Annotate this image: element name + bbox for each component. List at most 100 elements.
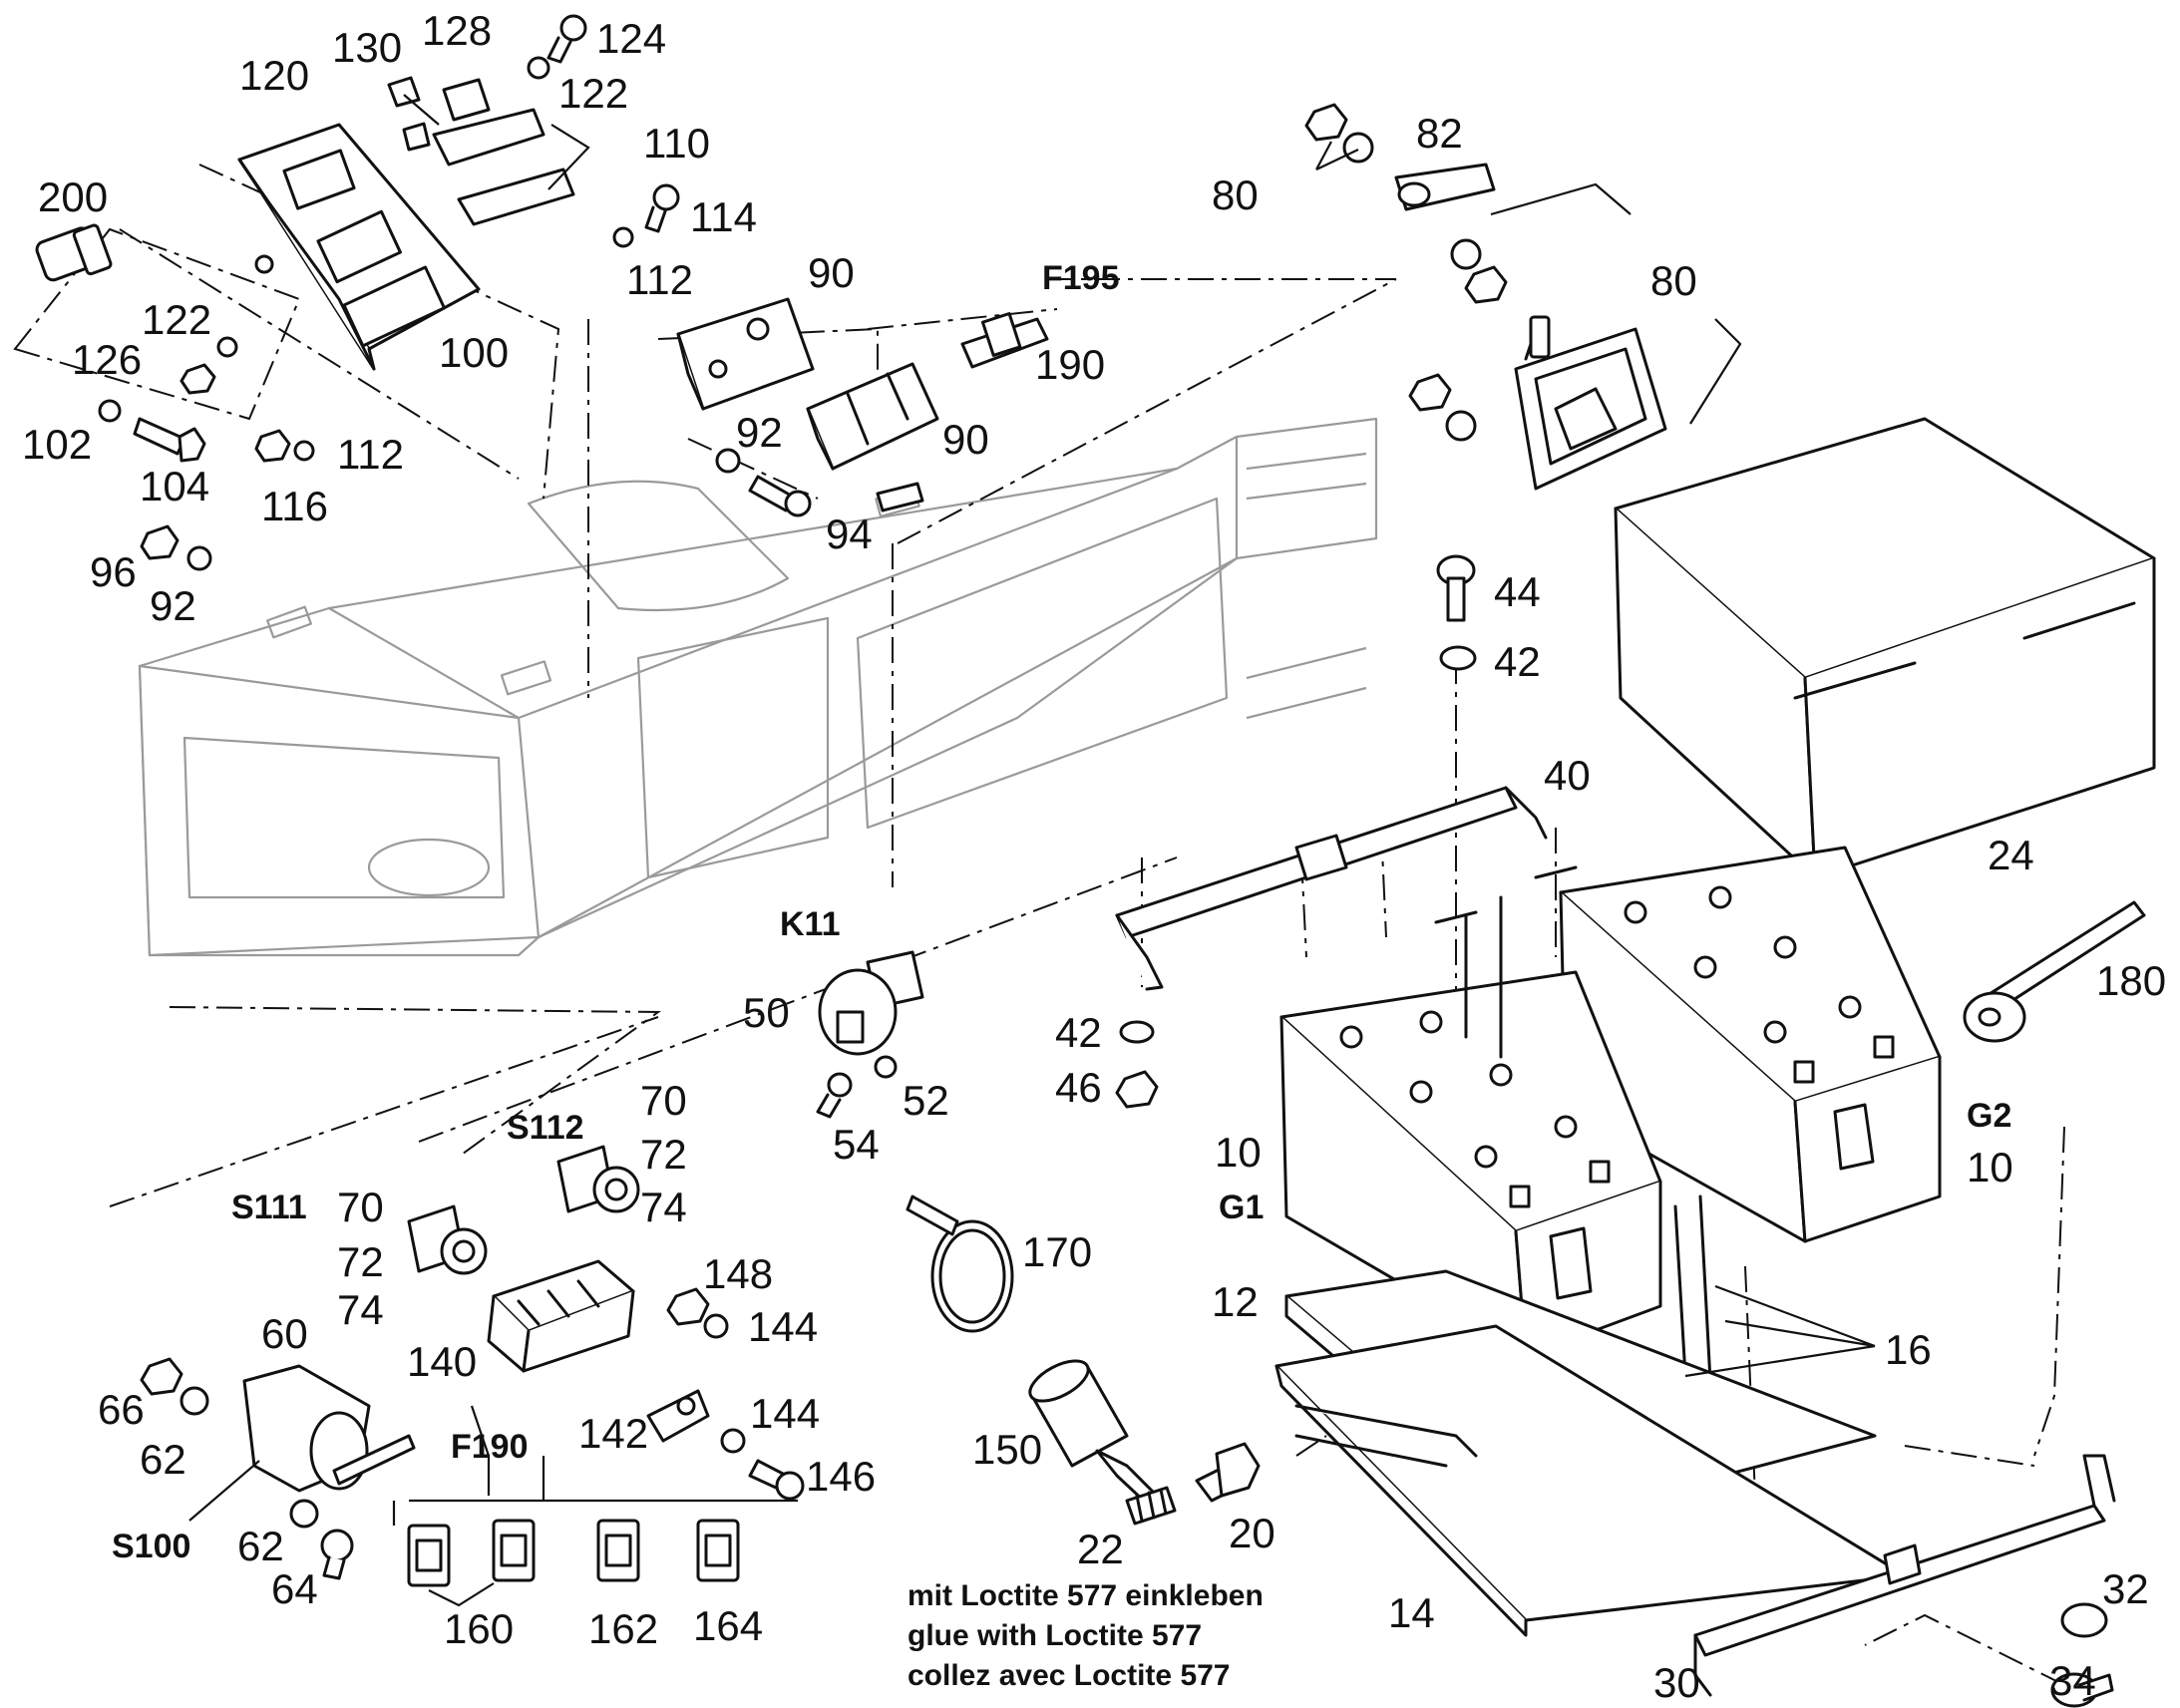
relay-50	[818, 950, 924, 1056]
screw-114	[644, 183, 680, 233]
label-122b: 122	[142, 296, 211, 343]
washer-80a	[1342, 132, 1374, 164]
leader-lines	[188, 94, 1876, 1607]
label-124: 124	[596, 15, 666, 62]
battery-housing-frame	[138, 417, 1378, 957]
clip-120	[402, 122, 431, 152]
label-74a: 74	[640, 1184, 687, 1230]
label-100: 100	[439, 329, 509, 376]
label-62b: 62	[237, 1523, 284, 1569]
label-160: 160	[444, 1605, 514, 1652]
label-90b: 90	[942, 416, 989, 463]
label-80a: 80	[1212, 171, 1259, 218]
label-116: 116	[261, 483, 328, 529]
label-190: 190	[1035, 341, 1105, 388]
label-146: 146	[806, 1453, 876, 1500]
label-20: 20	[1229, 1510, 1275, 1556]
label-110: 110	[643, 120, 710, 167]
nut-66	[140, 1357, 183, 1396]
label-G1: G1	[1219, 1189, 1264, 1226]
label-50: 50	[743, 989, 790, 1036]
bolt-44	[1436, 554, 1476, 622]
label-90a: 90	[808, 249, 855, 296]
clip-130	[387, 76, 421, 108]
bolt-34	[2050, 1672, 2114, 1708]
fuse-160-a	[407, 1524, 451, 1587]
battery-cover-24	[1614, 417, 2156, 879]
label-60: 60	[261, 1310, 308, 1357]
screw-146	[748, 1459, 805, 1501]
label-112b: 112	[337, 431, 404, 478]
screw-94	[748, 475, 812, 517]
label-148: 148	[703, 1250, 773, 1297]
label-72a: 72	[640, 1131, 687, 1178]
label-44: 44	[1494, 568, 1541, 615]
label-128: 128	[422, 7, 492, 54]
screw-64	[320, 1529, 354, 1580]
label-52: 52	[903, 1077, 949, 1124]
label-30: 30	[1653, 1659, 1700, 1706]
label-70b: 70	[337, 1184, 384, 1230]
label-S111: S111	[231, 1189, 307, 1226]
label-42a: 42	[1494, 638, 1541, 685]
washer-32	[2060, 1602, 2108, 1638]
bracket-small	[876, 482, 924, 512]
cable-lug-82	[1394, 163, 1496, 211]
tray-14	[1274, 1324, 1907, 1637]
label-16: 16	[1885, 1326, 1932, 1373]
nut-148	[666, 1287, 710, 1326]
label-142: 142	[578, 1410, 648, 1457]
cover-90	[806, 362, 939, 471]
switch-motor-s100	[242, 1364, 416, 1493]
nut-126	[180, 363, 216, 395]
hold-down-bar-30	[1693, 1454, 2116, 1697]
fuse-164	[696, 1519, 740, 1582]
label-102: 102	[22, 421, 92, 468]
label-10a: 10	[1215, 1129, 1262, 1176]
label-F190: F190	[451, 1428, 529, 1466]
label-82: 82	[1416, 110, 1463, 157]
battery-main-switch	[1514, 315, 1667, 491]
fuse-holder-140	[487, 1259, 635, 1373]
nut-46	[1115, 1070, 1159, 1109]
label-K11: K11	[780, 905, 841, 943]
cable-tie-170	[906, 1195, 1014, 1333]
washer-112a	[612, 226, 634, 248]
label-96: 96	[90, 548, 137, 595]
label-144a: 144	[748, 1303, 818, 1350]
label-22: 22	[1077, 1526, 1124, 1572]
washer-42a	[1439, 645, 1477, 671]
label-70a: 70	[640, 1077, 687, 1124]
washer-122b	[216, 336, 238, 358]
washer-62b	[289, 1499, 319, 1529]
label-126: 126	[72, 336, 142, 383]
washer-52	[874, 1055, 898, 1079]
battery-g1	[1279, 970, 1662, 1358]
label-32: 32	[2102, 1565, 2149, 1612]
washer-144a	[703, 1313, 729, 1339]
label-164: 164	[693, 1602, 763, 1649]
nut-80c	[1408, 373, 1452, 412]
label-F195: F195	[1042, 259, 1120, 297]
washer-92b	[715, 448, 741, 474]
label-10b: 10	[1967, 1144, 2013, 1191]
label-74b: 74	[337, 1286, 384, 1333]
label-80b: 80	[1650, 257, 1697, 304]
label-40: 40	[1544, 752, 1591, 799]
label-112a: 112	[626, 256, 693, 303]
label-94: 94	[826, 511, 873, 557]
washer-92a	[186, 545, 212, 571]
battery-cables-16	[1434, 865, 1712, 1383]
switch-s111	[407, 1204, 488, 1275]
washer-62a	[180, 1386, 209, 1416]
label-S100: S100	[112, 1528, 190, 1565]
screw-54	[816, 1072, 853, 1119]
label-162: 162	[588, 1605, 658, 1652]
washer-102	[98, 399, 122, 423]
switch-s112	[556, 1145, 640, 1213]
label-200: 200	[38, 173, 108, 220]
label-170: 170	[1022, 1228, 1092, 1275]
label-144b: 144	[750, 1390, 820, 1437]
label-104: 104	[140, 463, 209, 510]
bolt-104	[133, 417, 206, 463]
